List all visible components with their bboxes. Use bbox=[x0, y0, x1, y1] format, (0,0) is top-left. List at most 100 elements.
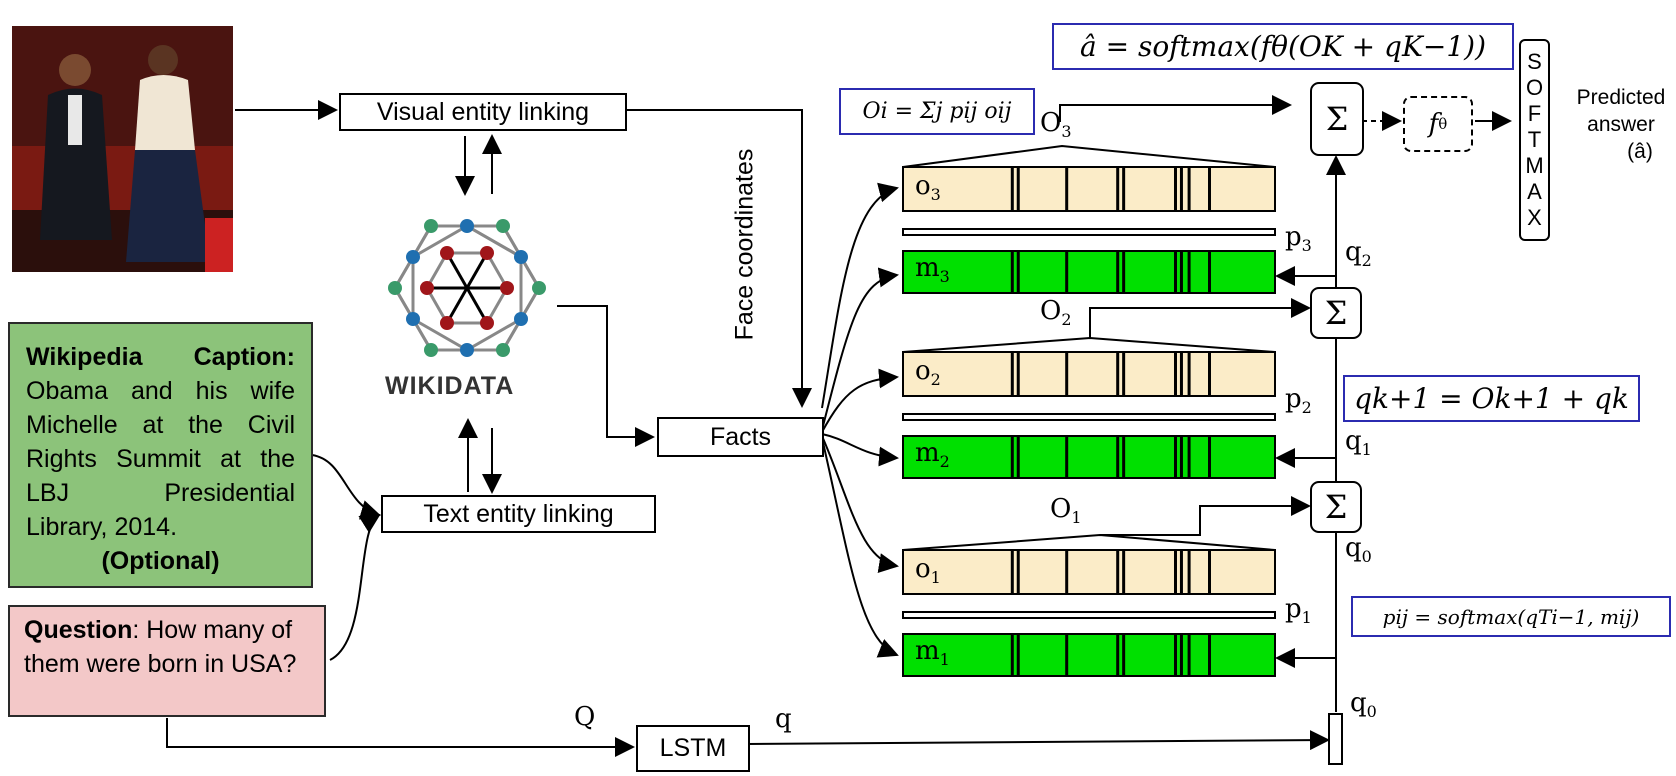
input-memory-1 bbox=[902, 633, 1276, 677]
attention-label-3: p3 bbox=[1285, 222, 1312, 255]
output-memory-label-3-sub: 3 bbox=[930, 185, 941, 205]
predicted-answer-label: Predicted answer (â) bbox=[1566, 84, 1676, 165]
hop-output-label-2: O2 bbox=[1040, 296, 1072, 329]
input-memory-label-3-sub: 3 bbox=[939, 267, 950, 287]
facts-box: Facts bbox=[657, 417, 824, 457]
hop-output-label-3-main: O bbox=[1040, 108, 1062, 138]
softmax-letter: S bbox=[1527, 49, 1542, 74]
input-memory-label-1-sub: 1 bbox=[939, 650, 950, 670]
attention-formula: pij = softmax(qTi−1, mij) bbox=[1351, 596, 1671, 637]
caption-heading: Wikipedia Caption: bbox=[26, 343, 295, 371]
question-box: Question: How many of them were born in … bbox=[8, 605, 326, 717]
attention-bar-1 bbox=[902, 611, 1276, 619]
predicted-line-1: Predicted bbox=[1576, 86, 1666, 109]
q0-bottom-q: q bbox=[1350, 688, 1367, 718]
attention-label-3-sub: 3 bbox=[1301, 236, 1312, 256]
softmax-letter: F bbox=[1527, 101, 1542, 126]
output-memory-label-2-sub: 2 bbox=[930, 370, 941, 390]
input-memory-label-3: m3 bbox=[915, 253, 950, 286]
input-memory-label-1-main: m bbox=[915, 636, 940, 666]
attention-label-1-sub: 1 bbox=[1301, 608, 1312, 628]
answer-formula: â = softmax(fθ(OK + qK−1)) bbox=[1052, 23, 1514, 70]
hop-output-label-1-main: O bbox=[1050, 494, 1072, 524]
wikidata-logo bbox=[388, 219, 546, 357]
softmax-letter: X bbox=[1527, 205, 1542, 230]
memory-slots bbox=[902, 166, 1276, 677]
input-memory-label-2-sub: 2 bbox=[939, 452, 950, 472]
output-sum-formula: Oi = Σj pij oij bbox=[839, 88, 1035, 135]
query-label-1-main: q bbox=[1345, 426, 1362, 456]
input-memory-3 bbox=[902, 250, 1276, 294]
visual-entity-linking-box: Visual entity linking bbox=[339, 93, 627, 131]
output-memory-label-1-sub: 1 bbox=[930, 568, 941, 588]
output-memory-2 bbox=[902, 351, 1276, 397]
input-memory-label-2-main: m bbox=[915, 438, 940, 468]
predicted-line-2: answer bbox=[1587, 113, 1655, 136]
query-label-2-sub: 2 bbox=[1361, 251, 1372, 271]
hop-output-label-3: O3 bbox=[1040, 108, 1072, 141]
lstm-box: LSTM bbox=[636, 725, 750, 772]
hop-output-label-2-sub: 2 bbox=[1061, 310, 1072, 330]
wikipedia-caption-box: Wikipedia Caption: Obama and his wife Mi… bbox=[8, 322, 313, 588]
attention-label-2-main: p bbox=[1285, 384, 1302, 414]
predicted-line-3: (â) bbox=[1627, 140, 1653, 163]
query-label-0: q0 bbox=[1345, 533, 1372, 566]
question-heading: Question bbox=[24, 616, 133, 644]
output-memory-label-2-main: o bbox=[915, 356, 931, 386]
attention-label-1-main: p bbox=[1285, 594, 1302, 624]
hop-output-label-2-main: O bbox=[1040, 296, 1062, 326]
caption-body: Obama and his wife Michelle at the Civil… bbox=[26, 377, 295, 541]
caption-optional: (Optional) bbox=[101, 547, 220, 575]
query-label-0-sub: 0 bbox=[1361, 547, 1372, 567]
query-label-2-main: q bbox=[1345, 237, 1362, 267]
connectors bbox=[166, 95, 1512, 757]
query-update-formula: qk+1 = Ok+1 + qk bbox=[1343, 375, 1640, 422]
q-label: q bbox=[775, 704, 792, 734]
hop-output-label-1-sub: 1 bbox=[1071, 508, 1082, 528]
input-memory-label-3-main: m bbox=[915, 253, 940, 283]
attention-label-3-main: p bbox=[1285, 222, 1302, 252]
q0-bottom-sub: 0 bbox=[1366, 702, 1377, 722]
photo-obama-michelle bbox=[12, 26, 233, 272]
sigma-hop-2: Σ bbox=[1310, 287, 1362, 339]
query-label-2: q2 bbox=[1345, 237, 1372, 270]
query-label-1: q1 bbox=[1345, 426, 1372, 459]
output-memory-label-1: o1 bbox=[915, 554, 941, 587]
output-memory-3 bbox=[902, 166, 1276, 212]
softmax-letter: A bbox=[1527, 179, 1542, 204]
query-label-1-sub: 1 bbox=[1361, 440, 1372, 460]
q0-bottom-label: q0 bbox=[1350, 688, 1377, 721]
attention-label-2: p2 bbox=[1285, 384, 1312, 417]
softmax-letter: M bbox=[1525, 153, 1544, 178]
input-memory-label-2: m2 bbox=[915, 438, 950, 471]
q0-input-block bbox=[1328, 713, 1343, 765]
sigma-hop-1: Σ bbox=[1310, 481, 1362, 533]
output-memory-label-1-main: o bbox=[915, 554, 931, 584]
output-memory-label-2: o2 bbox=[915, 356, 941, 389]
Q-label: Q bbox=[574, 702, 596, 732]
f-label: f bbox=[1428, 109, 1439, 139]
query-label-0-main: q bbox=[1345, 533, 1362, 563]
question-body: : How many of them were born in USA? bbox=[24, 616, 297, 678]
face-coordinates-label: Face coordinates bbox=[730, 148, 759, 341]
output-memory-label-3: o3 bbox=[915, 171, 941, 204]
wikidata-label: WIKIDATA bbox=[385, 372, 515, 400]
attention-bar-2 bbox=[902, 413, 1276, 421]
softmax-letter: O bbox=[1525, 75, 1544, 100]
hop-output-label-3-sub: 3 bbox=[1061, 122, 1072, 142]
output-memory-label-3-main: o bbox=[915, 171, 931, 201]
output-memory-1 bbox=[902, 549, 1276, 595]
attention-label-1: p1 bbox=[1285, 594, 1312, 627]
attention-bar-3 bbox=[902, 228, 1276, 236]
softmax-letter: T bbox=[1527, 127, 1542, 152]
input-memory-label-1: m1 bbox=[915, 636, 950, 669]
theta-sub: θ bbox=[1438, 115, 1448, 133]
sigma-hop-3: Σ bbox=[1310, 82, 1364, 156]
attention-label-2-sub: 2 bbox=[1301, 398, 1312, 418]
text-entity-linking-box: Text entity linking bbox=[381, 495, 656, 533]
input-memory-2 bbox=[902, 435, 1276, 479]
